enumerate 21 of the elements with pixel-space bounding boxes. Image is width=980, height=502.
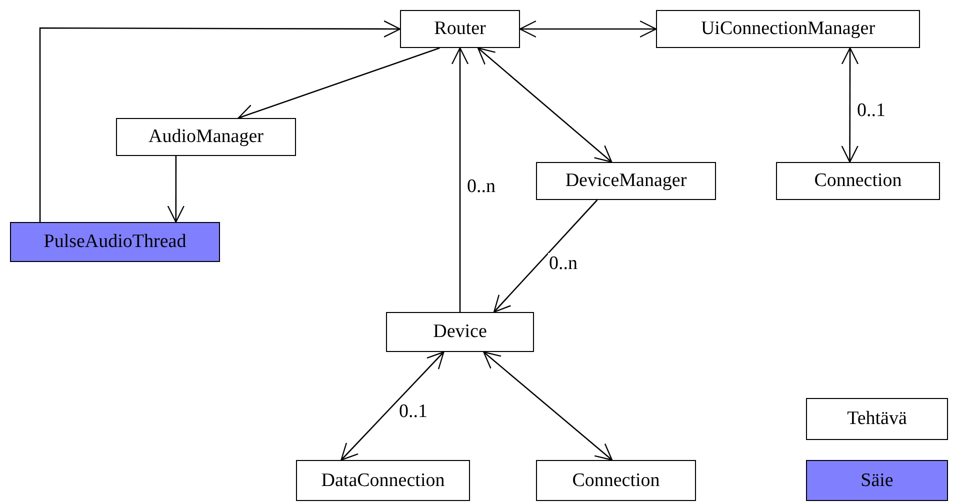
arrow	[238, 47, 440, 121]
legend-text: Säie	[860, 470, 894, 492]
legend-text: Tehtävä	[847, 408, 907, 430]
class-box: DataConnection	[296, 460, 470, 501]
arrow	[483, 351, 613, 461]
class-box: Connection	[776, 162, 940, 200]
class-box: UiConnectionManager	[656, 10, 920, 48]
arrow	[451, 47, 469, 312]
class-box: Router	[400, 10, 520, 48]
class-box: PulseAudioThread	[10, 222, 220, 262]
arrow	[39, 20, 401, 222]
class-box: DeviceManager	[536, 162, 716, 200]
arrow	[841, 47, 859, 163]
arrow	[477, 47, 612, 163]
arrow	[519, 20, 657, 38]
arrow	[340, 351, 444, 461]
class-box: Device	[386, 312, 534, 352]
arrow	[167, 156, 184, 223]
class-box: AudioManager	[116, 118, 296, 156]
arrow	[493, 200, 598, 313]
class-box: Connection	[536, 460, 696, 501]
